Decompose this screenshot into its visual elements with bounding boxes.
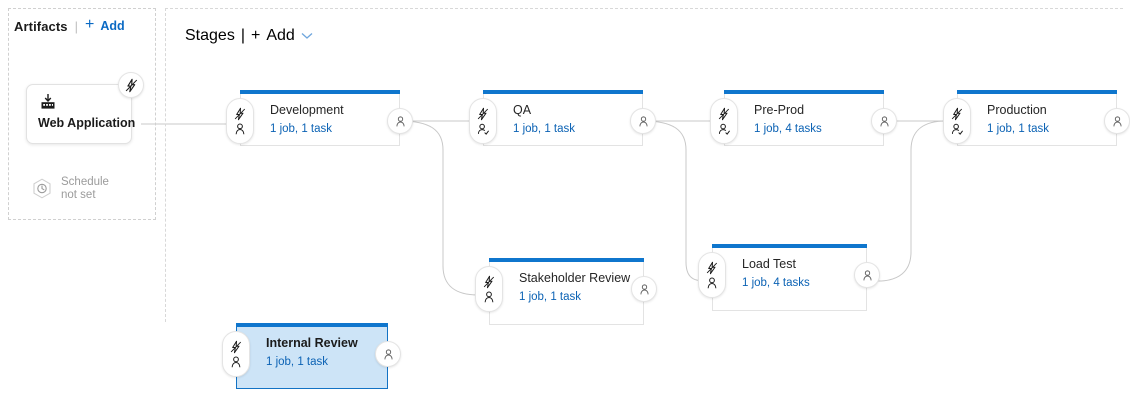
stage-meta[interactable]: 1 job, 1 task bbox=[987, 123, 1050, 135]
stage-body bbox=[240, 94, 400, 146]
stage-body bbox=[724, 94, 884, 146]
stage-title: QA bbox=[513, 103, 532, 117]
plus-icon[interactable]: + bbox=[250, 27, 261, 44]
stage-meta[interactable]: 1 job, 1 task bbox=[513, 123, 576, 135]
add-stage-button[interactable]: Add bbox=[266, 27, 295, 44]
post-deployment-approval-icon bbox=[638, 283, 651, 296]
person-icon bbox=[705, 276, 719, 290]
stage-node-pre-prod[interactable]: Pre-Prod 1 job, 4 tasks bbox=[710, 90, 897, 146]
person-icon bbox=[233, 122, 247, 136]
post-deployment-approval-icon bbox=[637, 115, 650, 128]
stage-accent-bar bbox=[957, 90, 1117, 94]
stage-node-production[interactable]: Production 1 job, 1 task bbox=[943, 90, 1130, 146]
pre-deployment-conditions-badge[interactable] bbox=[710, 98, 738, 144]
pre-deployment-approval-icon bbox=[717, 107, 731, 121]
person-check-icon bbox=[476, 122, 490, 136]
artifact-name: Web Application bbox=[38, 116, 136, 130]
person-check-icon bbox=[950, 122, 964, 136]
stage-title: Internal Review bbox=[266, 336, 358, 350]
pre-deployment-approval-icon bbox=[950, 107, 964, 121]
post-deployment-approval-icon bbox=[878, 115, 891, 128]
stages-panel bbox=[165, 8, 1123, 322]
stage-title: Stakeholder Review bbox=[519, 271, 631, 285]
pre-deployment-approval-icon bbox=[476, 107, 490, 121]
stage-title: Production bbox=[987, 103, 1047, 117]
pre-deployment-approval-icon bbox=[229, 340, 243, 354]
artifacts-panel bbox=[8, 8, 156, 220]
post-deployment-approval-icon bbox=[382, 348, 395, 361]
person-icon bbox=[482, 290, 496, 304]
pre-deployment-approval-icon bbox=[482, 275, 496, 289]
stage-meta[interactable]: 1 job, 1 task bbox=[519, 291, 582, 303]
stage-body bbox=[957, 94, 1117, 146]
add-artifact-button[interactable]: Add bbox=[100, 19, 125, 33]
artifacts-header-separator: | bbox=[74, 18, 79, 34]
post-deployment-approval-icon bbox=[861, 269, 874, 282]
stage-accent-bar bbox=[724, 90, 884, 94]
stages-header: Stages | + Add bbox=[185, 27, 313, 45]
person-check-icon bbox=[717, 122, 731, 136]
post-deployment-conditions-badge[interactable] bbox=[631, 276, 657, 302]
pre-deployment-conditions-badge[interactable] bbox=[222, 331, 250, 377]
person-icon bbox=[229, 355, 243, 369]
stage-node-development[interactable]: Development 1 job, 1 task bbox=[226, 90, 413, 146]
stage-title: Load Test bbox=[742, 257, 796, 271]
schedule-clock-icon bbox=[30, 177, 54, 201]
stage-accent-bar bbox=[712, 244, 867, 248]
chevron-down-icon[interactable] bbox=[301, 32, 313, 40]
stages-header-separator: | bbox=[240, 27, 245, 44]
stage-node-internal-review[interactable]: Internal Review 1 job, 1 task bbox=[222, 323, 401, 389]
artifacts-header: Artifacts | + Add bbox=[14, 16, 125, 34]
schedule-trigger[interactable]: Schedule not set bbox=[30, 176, 109, 202]
schedule-line-1: Schedule bbox=[61, 176, 109, 188]
schedule-line-2: not set bbox=[61, 189, 96, 201]
stages-title: Stages bbox=[185, 27, 235, 44]
stage-node-qa[interactable]: QA 1 job, 1 task bbox=[469, 90, 656, 146]
stage-node-stakeholder-review[interactable]: Stakeholder Review 1 job, 1 task bbox=[475, 258, 657, 325]
post-deployment-conditions-badge[interactable] bbox=[1104, 108, 1130, 134]
pre-deployment-approval-icon bbox=[705, 261, 719, 275]
pre-deployment-conditions-badge[interactable] bbox=[698, 252, 726, 298]
plus-icon[interactable]: + bbox=[85, 16, 95, 33]
stage-meta[interactable]: 1 job, 4 tasks bbox=[742, 277, 810, 289]
stage-accent-bar bbox=[236, 323, 388, 327]
artifact-card-web-application[interactable]: Web Application bbox=[26, 72, 144, 144]
post-deployment-approval-icon bbox=[394, 115, 407, 128]
pre-deployment-approval-icon bbox=[233, 107, 247, 121]
stage-meta[interactable]: 1 job, 1 task bbox=[266, 356, 329, 368]
pre-deployment-conditions-badge[interactable] bbox=[943, 98, 971, 144]
continuous-deployment-trigger-icon[interactable] bbox=[118, 72, 144, 98]
stage-title: Pre-Prod bbox=[754, 103, 805, 117]
stage-accent-bar bbox=[483, 90, 643, 94]
stage-body bbox=[483, 94, 643, 146]
post-deployment-approval-icon bbox=[1111, 115, 1124, 128]
stage-meta[interactable]: 1 job, 4 tasks bbox=[754, 123, 822, 135]
schedule-status-text: Schedule not set bbox=[61, 176, 109, 202]
stage-meta[interactable]: 1 job, 1 task bbox=[270, 123, 333, 135]
post-deployment-conditions-badge[interactable] bbox=[854, 262, 880, 288]
stage-title: Development bbox=[270, 103, 344, 117]
post-deployment-conditions-badge[interactable] bbox=[387, 108, 413, 134]
build-artifact-icon bbox=[39, 93, 57, 111]
stage-accent-bar bbox=[240, 90, 400, 94]
pre-deployment-conditions-badge[interactable] bbox=[475, 266, 503, 312]
artifacts-title: Artifacts bbox=[14, 18, 68, 34]
post-deployment-conditions-badge[interactable] bbox=[375, 341, 401, 367]
post-deployment-conditions-badge[interactable] bbox=[871, 108, 897, 134]
stage-node-load-test[interactable]: Load Test 1 job, 4 tasks bbox=[698, 244, 880, 311]
pre-deployment-conditions-badge[interactable] bbox=[469, 98, 497, 144]
stage-accent-bar bbox=[489, 258, 644, 262]
post-deployment-conditions-badge[interactable] bbox=[630, 108, 656, 134]
pre-deployment-conditions-badge[interactable] bbox=[226, 98, 254, 144]
